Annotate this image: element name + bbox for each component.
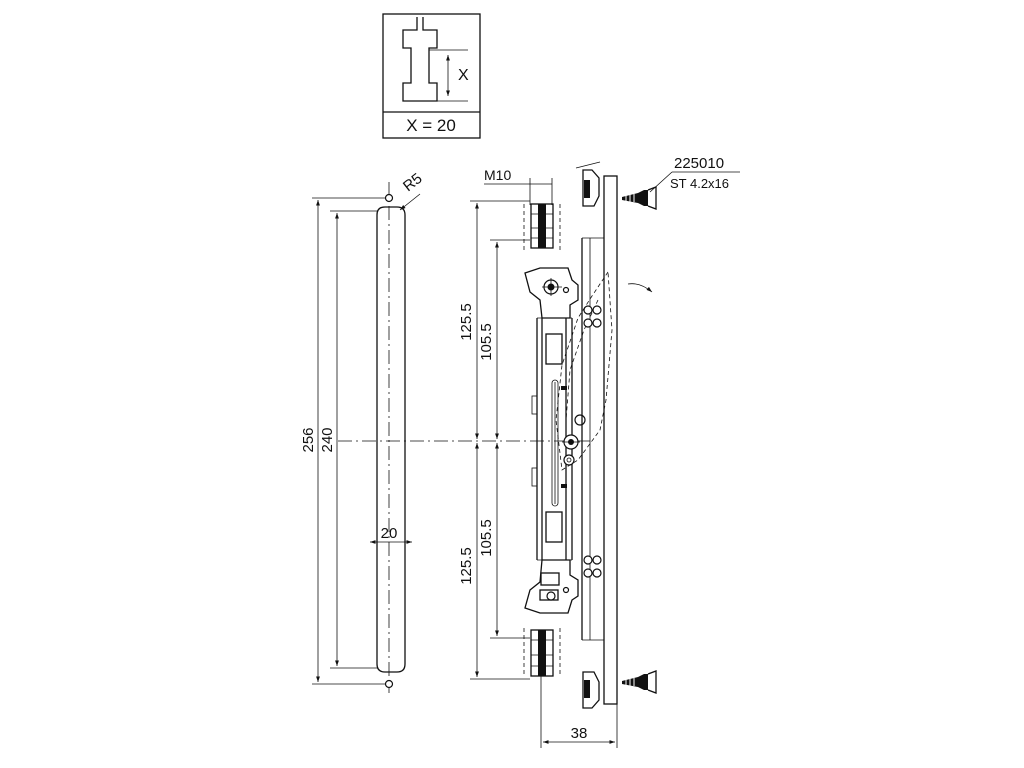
swing-arm <box>555 270 613 471</box>
mechanism-view: M10 125.5 105.5 <box>458 155 740 748</box>
screw-spec: ST 4.2x16 <box>670 176 729 191</box>
mounting-plate <box>581 175 618 705</box>
detail-caption: X = 20 <box>406 116 456 135</box>
mechanism-body <box>531 317 586 561</box>
slot-length-label: 240 <box>319 427 336 452</box>
overall-length-label: 256 <box>300 427 317 452</box>
x-label: X <box>458 67 469 84</box>
top-bolt <box>523 203 561 250</box>
detail-frame <box>382 13 481 139</box>
depth-label: 38 <box>571 725 588 742</box>
part-number: 225010 <box>674 155 724 172</box>
slot-profile-detail: X X = 20 <box>382 13 481 139</box>
slot-outline <box>376 206 406 673</box>
bottom-screw <box>622 670 657 694</box>
lower-inner-label: 105.5 <box>478 519 495 557</box>
upper-inner-label: 105.5 <box>478 323 495 361</box>
rotation-arrow <box>627 283 653 293</box>
slot-bar-view: R5 256 240 20 <box>300 170 426 693</box>
part-leader <box>649 171 673 193</box>
upper-bracket <box>524 267 579 319</box>
slot-width-label: 20 <box>381 525 398 542</box>
upper-outer-label: 125.5 <box>458 303 475 341</box>
radius-label: R5 <box>400 170 426 195</box>
lower-outer-label: 125.5 <box>458 547 475 585</box>
lower-bracket <box>524 559 579 614</box>
bottom-bolt <box>523 628 561 677</box>
top-screw <box>622 186 657 210</box>
slot-profile-shape <box>402 17 438 102</box>
bottom-cap <box>582 671 600 709</box>
thread-label: M10 <box>484 167 511 183</box>
top-cap <box>575 161 601 207</box>
